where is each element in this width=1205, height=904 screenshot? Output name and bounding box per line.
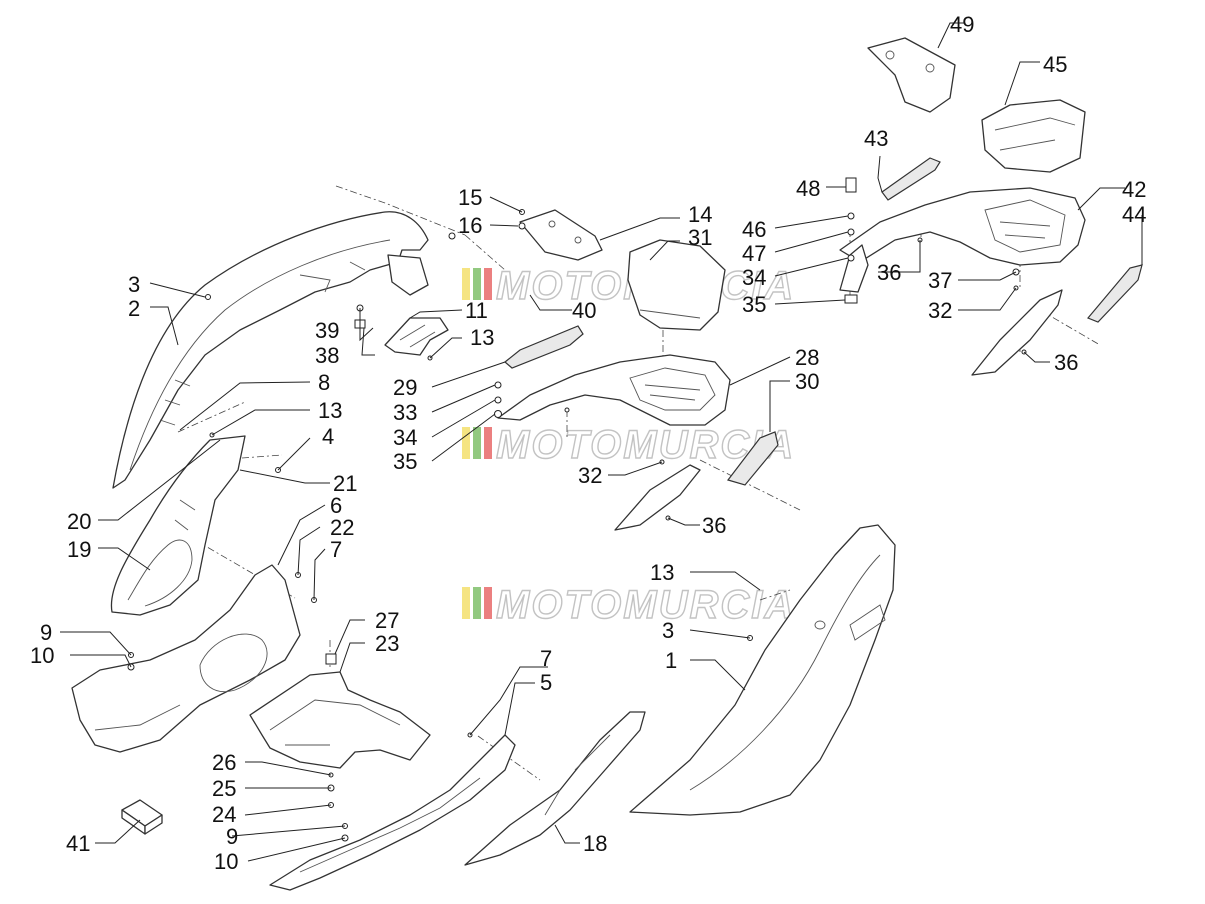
- callout-23: 23: [375, 631, 399, 656]
- callout-43: 43: [864, 126, 888, 151]
- callout-26: 26: [212, 750, 236, 775]
- part-49-bracket: [867, 37, 956, 113]
- part-45-top-box: [981, 99, 1086, 173]
- callout-27: 27: [375, 608, 399, 633]
- part-28-rear-rack: [497, 354, 731, 531]
- leader-lines: [60, 22, 1143, 862]
- callout-38: 38: [315, 343, 339, 368]
- callout-7: 7: [540, 646, 552, 671]
- callout-4: 4: [322, 424, 334, 449]
- callout-35: 35: [393, 449, 417, 474]
- callout-36: 36: [702, 513, 726, 538]
- part-42-upper-rack: [839, 187, 1086, 376]
- watermark-stripe-1: [462, 268, 470, 300]
- callout-21: 21: [333, 471, 357, 496]
- callout-32: 32: [928, 298, 952, 323]
- part-19-leg-shield: [110, 435, 246, 616]
- callout-2: 2: [128, 296, 140, 321]
- watermark-stripe-3: [484, 268, 492, 300]
- watermark-stripe-2: [473, 268, 481, 300]
- callout-10: 10: [30, 643, 54, 668]
- watermark-stripe-2: [473, 587, 481, 619]
- callout-29: 29: [393, 375, 417, 400]
- callout-6: 6: [330, 493, 342, 518]
- callout-3: 3: [662, 618, 674, 643]
- callout-47: 47: [742, 241, 766, 266]
- callout-13: 13: [650, 560, 674, 585]
- callout-48: 48: [796, 176, 820, 201]
- callout-8: 8: [318, 370, 330, 395]
- callout-15: 15: [458, 185, 482, 210]
- callout-41: 41: [66, 831, 90, 856]
- callout-9: 9: [226, 824, 238, 849]
- callout-18: 18: [583, 831, 607, 856]
- watermark-stripe-3: [484, 427, 492, 459]
- callout-46: 46: [742, 217, 766, 242]
- callout-32: 32: [578, 463, 602, 488]
- part-1-side-body-panel: [629, 524, 896, 816]
- callout-34: 34: [393, 425, 417, 450]
- callout-33: 33: [393, 400, 417, 425]
- callout-24: 24: [212, 802, 236, 827]
- callout-34: 34: [742, 265, 766, 290]
- watermark-stripe-3: [484, 587, 492, 619]
- callout-16: 16: [458, 213, 482, 238]
- callout-3: 3: [128, 272, 140, 297]
- callout-22: 22: [330, 515, 354, 540]
- part-14-top-cover: [519, 209, 603, 261]
- callout-labels: 3 2 8 13 4 20 19 21 6 22 7 9 10 39 38 11…: [30, 12, 1146, 874]
- part-27-clip: [325, 653, 337, 665]
- callout-49: 49: [950, 12, 974, 37]
- callout-20: 20: [67, 509, 91, 534]
- callout-35: 35: [742, 292, 766, 317]
- callout-1: 1: [665, 648, 677, 673]
- callout-14: 14: [688, 202, 712, 227]
- callout-40: 40: [572, 298, 596, 323]
- part-44-pad: [1087, 264, 1143, 323]
- part-30-pad: [726, 431, 779, 486]
- watermark-text: MOTOMURCIA: [496, 583, 795, 627]
- callout-30: 30: [795, 369, 819, 394]
- watermark-lower: MOTOMURCIA: [462, 582, 795, 628]
- part-29-pad: [504, 325, 584, 369]
- watermark-stripe-1: [462, 587, 470, 619]
- part-31-cover: [627, 239, 726, 331]
- callout-11: 11: [465, 298, 488, 323]
- callout-13: 13: [470, 325, 494, 350]
- part-23-floor-tray: [249, 653, 431, 769]
- callout-13: 13: [318, 398, 342, 423]
- callout-19: 19: [67, 537, 91, 562]
- watermark-stripe-2: [473, 427, 481, 459]
- callout-39: 39: [315, 318, 339, 343]
- callout-45: 45: [1043, 52, 1067, 77]
- part-41-block: [121, 799, 163, 835]
- callout-9: 9: [40, 620, 52, 645]
- callout-25: 25: [212, 776, 236, 801]
- part-5-footboard-rail: [269, 734, 516, 891]
- callout-31: 31: [688, 225, 712, 250]
- callout-7: 7: [330, 537, 342, 562]
- watermark-stripe-1: [462, 427, 470, 459]
- callout-42: 42: [1122, 177, 1146, 202]
- callout-10: 10: [214, 849, 238, 874]
- callout-37: 37: [928, 268, 952, 293]
- callout-36: 36: [877, 260, 901, 285]
- part-18-side-skirt: [464, 711, 646, 866]
- callout-36: 36: [1054, 350, 1078, 375]
- part-2-side-rail: [112, 211, 429, 489]
- part-43-pad: [881, 157, 941, 201]
- part-11-bracket: [384, 317, 449, 356]
- callout-5: 5: [540, 670, 552, 695]
- callout-44: 44: [1122, 202, 1146, 227]
- callout-28: 28: [795, 345, 819, 370]
- part-6-inner-panel: [71, 564, 301, 753]
